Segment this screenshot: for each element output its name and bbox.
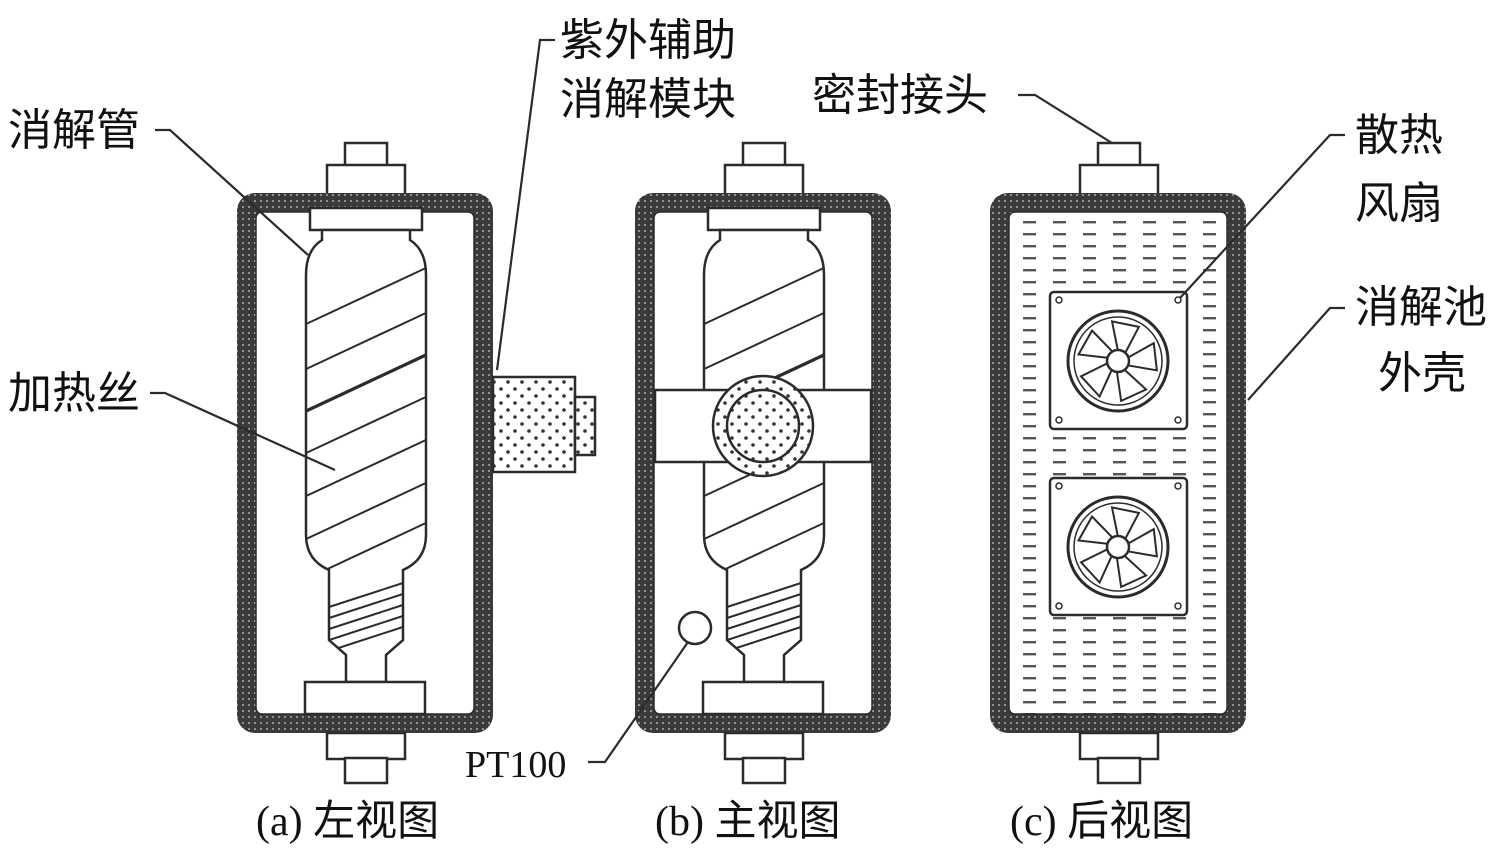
seal-joint-bottom-nut [325, 731, 407, 761]
leader-uv-module [495, 38, 555, 371]
left-view [237, 141, 597, 785]
leader-seal-joint [1018, 93, 1113, 144]
leader-fan [1179, 133, 1345, 299]
uv-module-body [491, 375, 577, 474]
label-pt100: PT100 [465, 744, 566, 786]
seal-joint-top-nut [1078, 163, 1160, 197]
caption-back-view: (c) 后视图 [1010, 799, 1193, 845]
fan-screw [1055, 296, 1063, 304]
label-fan-line1: 散热 [1355, 111, 1443, 160]
leader-shell [1247, 306, 1345, 401]
heating-wire-turn [325, 603, 407, 631]
vent-panel [1008, 211, 1228, 715]
heating-wire-coil [306, 266, 426, 653]
heating-wire-turn [704, 481, 824, 541]
bottom-cap [303, 680, 427, 716]
seal-joint-top-nut [325, 163, 407, 197]
bottom-cap [701, 680, 825, 716]
caption-main-view: (b) 主视图 [655, 799, 840, 845]
fan-screw [1055, 416, 1063, 424]
heating-wire-turn [306, 438, 426, 498]
cooling-fan-lower [1048, 476, 1189, 617]
heating-wire-turn [306, 395, 426, 455]
uv-module-tab [573, 395, 597, 457]
label-fan-line2: 风扇 [1355, 179, 1443, 228]
leader-lines [150, 38, 1345, 764]
seal-joint-bottom-bolt [741, 756, 787, 785]
fan-screw [1174, 482, 1182, 490]
fan-blades [1076, 320, 1159, 403]
label-heating-wire: 加热丝 [8, 369, 140, 418]
label-uv-module-line1: 紫外辅助 [560, 16, 736, 65]
heating-wire-turn [306, 481, 426, 541]
fan-hub [1105, 534, 1131, 560]
cooling-fan-upper [1048, 290, 1189, 431]
heating-wire-turn [723, 625, 805, 653]
heating-wire-turn [723, 581, 805, 609]
heating-wire-turn [306, 311, 426, 371]
caption-left-view: (a) 左视图 [256, 799, 439, 845]
label-shell-line2: 外壳 [1378, 349, 1466, 398]
heating-wire-turn [306, 352, 426, 414]
leader-pt100 [588, 641, 689, 764]
main-view [635, 141, 891, 785]
uv-lamp [725, 388, 801, 464]
heating-wire-turn [325, 581, 407, 609]
fan-screw [1174, 296, 1182, 304]
seal-joint-bottom-nut [1078, 731, 1160, 761]
heating-wire-turn [325, 614, 407, 642]
fan-screw [1174, 416, 1182, 424]
fan-hub [1105, 348, 1131, 374]
heating-wire-turn [306, 266, 426, 326]
heating-wire-turn [723, 603, 805, 631]
fan-screw [1174, 602, 1182, 610]
heating-wire-turn [325, 625, 407, 653]
seal-joint-bottom-nut [723, 731, 805, 761]
leader-digestion-tube [155, 128, 309, 256]
leader-heating-wire [150, 391, 336, 472]
seal-joint-bottom-bolt [343, 756, 389, 785]
heating-wire-turn [704, 311, 824, 371]
top-cap [308, 206, 424, 232]
top-cap [706, 206, 822, 232]
heating-wire-turn [325, 592, 407, 620]
pt100-sensor [677, 610, 713, 646]
label-uv-module-line2: 消解模块 [560, 75, 736, 124]
back-view [990, 141, 1246, 785]
fan-screw [1055, 482, 1063, 490]
heating-wire-turn [723, 592, 805, 620]
seal-joint-top-nut [723, 163, 805, 197]
fan-screw [1055, 602, 1063, 610]
label-shell-line1: 消解池 [1355, 283, 1487, 332]
heating-wire-turn [704, 266, 824, 326]
fan-blades [1076, 506, 1159, 589]
label-digestion-tube: 消解管 [8, 106, 140, 155]
label-seal-joint: 密封接头 [812, 71, 988, 120]
heating-wire-turn [723, 614, 805, 642]
seal-joint-bottom-bolt [1096, 756, 1142, 785]
